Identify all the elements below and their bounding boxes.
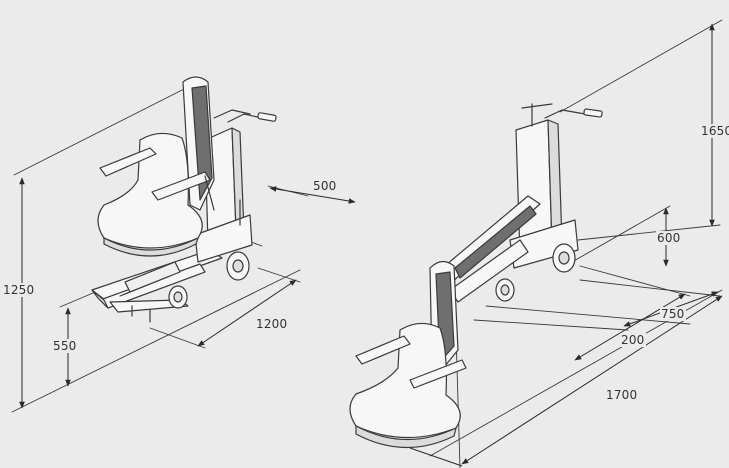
dim-label-200: 200	[620, 333, 646, 347]
right-seat	[349, 322, 461, 449]
left-handlebar	[213, 109, 277, 123]
left-armrests	[99, 147, 215, 211]
dim-500-line	[269, 186, 356, 204]
right-handlebar	[521, 103, 603, 127]
dim-200-line	[574, 293, 686, 361]
dim-label-1650: 1650	[700, 124, 729, 138]
dim-label-1250: 1250	[2, 283, 36, 297]
left-seat	[97, 132, 203, 257]
dim-1700-line	[461, 295, 723, 465]
left-chair-view	[11, 76, 309, 413]
dim-label-1700: 1700	[605, 388, 639, 402]
dim-1200-line	[197, 279, 297, 347]
left-front-wheel	[168, 285, 188, 309]
dim-label-1200: 1200	[255, 317, 289, 331]
dim-label-600: 600	[656, 231, 682, 245]
left-base-frame	[91, 249, 223, 323]
left-rear-wheel	[226, 251, 250, 281]
dim-label-750: 750	[660, 307, 686, 321]
right-chair-view	[349, 19, 723, 468]
dim-label-500: 500	[312, 179, 338, 193]
right-rear-wheel	[552, 243, 576, 273]
right-front-wheel	[495, 278, 515, 302]
dim-label-550: 550	[52, 339, 78, 353]
